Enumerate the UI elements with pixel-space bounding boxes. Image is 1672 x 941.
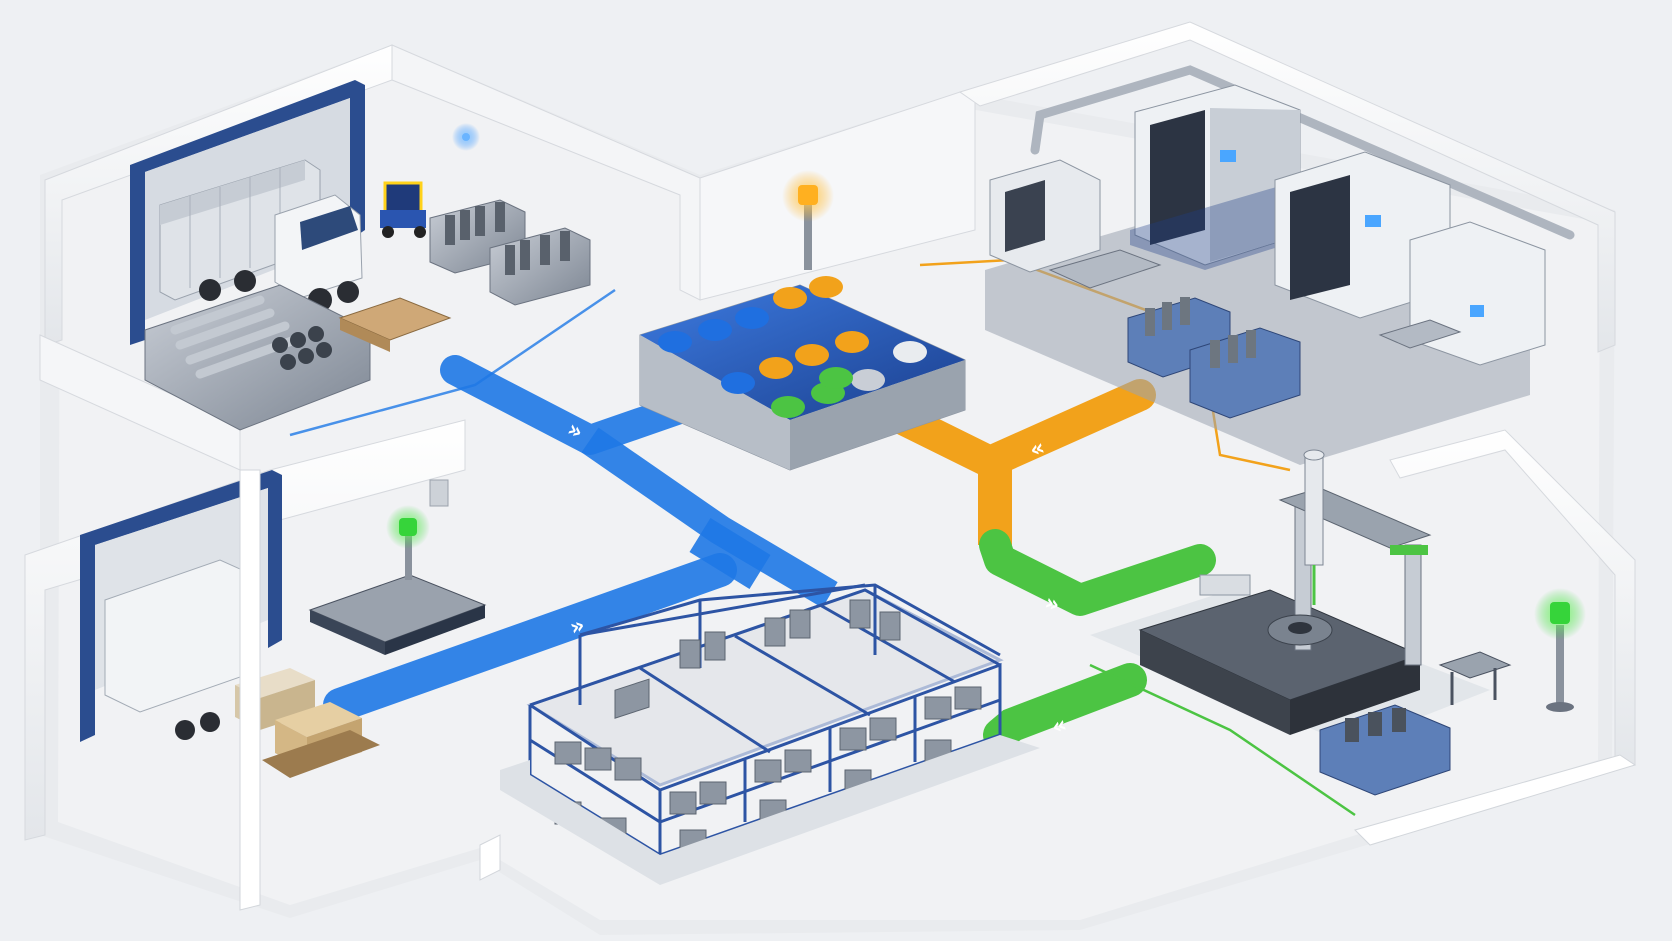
cnc-machine-3 <box>1274 151 1451 319</box>
parts-bins <box>429 199 591 306</box>
cnc-machine-4 <box>1409 221 1546 366</box>
pipe-bundle-icon <box>144 284 371 431</box>
zone-shipping-dock <box>80 470 487 778</box>
material-flow-paths <box>289 258 1356 817</box>
fixture-stand <box>1438 651 1512 705</box>
shipping-trailer <box>104 559 261 740</box>
shipping-status-light <box>386 505 430 580</box>
zone-kitting-station <box>639 170 966 471</box>
cnc-machine-icon <box>989 159 1101 273</box>
delivery-truck-icon <box>159 159 363 312</box>
wall-bases <box>239 469 1637 911</box>
wall-panel <box>429 479 449 507</box>
pallet-icon <box>338 297 452 352</box>
rack-stock <box>554 599 982 853</box>
zone-storage-racks <box>500 583 1040 885</box>
inspected-parts-bin <box>1319 704 1451 796</box>
kitting-status-light <box>782 170 834 270</box>
pallet-pucks <box>658 276 927 418</box>
roller-conveyor <box>308 574 487 655</box>
zone-receiving <box>130 80 591 431</box>
machined-parts-bins <box>1127 297 1301 419</box>
zone-cnc-machining-cell <box>985 65 1575 465</box>
zone-inspection-cmm <box>1090 449 1586 796</box>
cmm-gantry-icon <box>1138 449 1432 735</box>
forklift-icon <box>380 181 426 238</box>
inspection-status-light <box>1534 588 1586 712</box>
